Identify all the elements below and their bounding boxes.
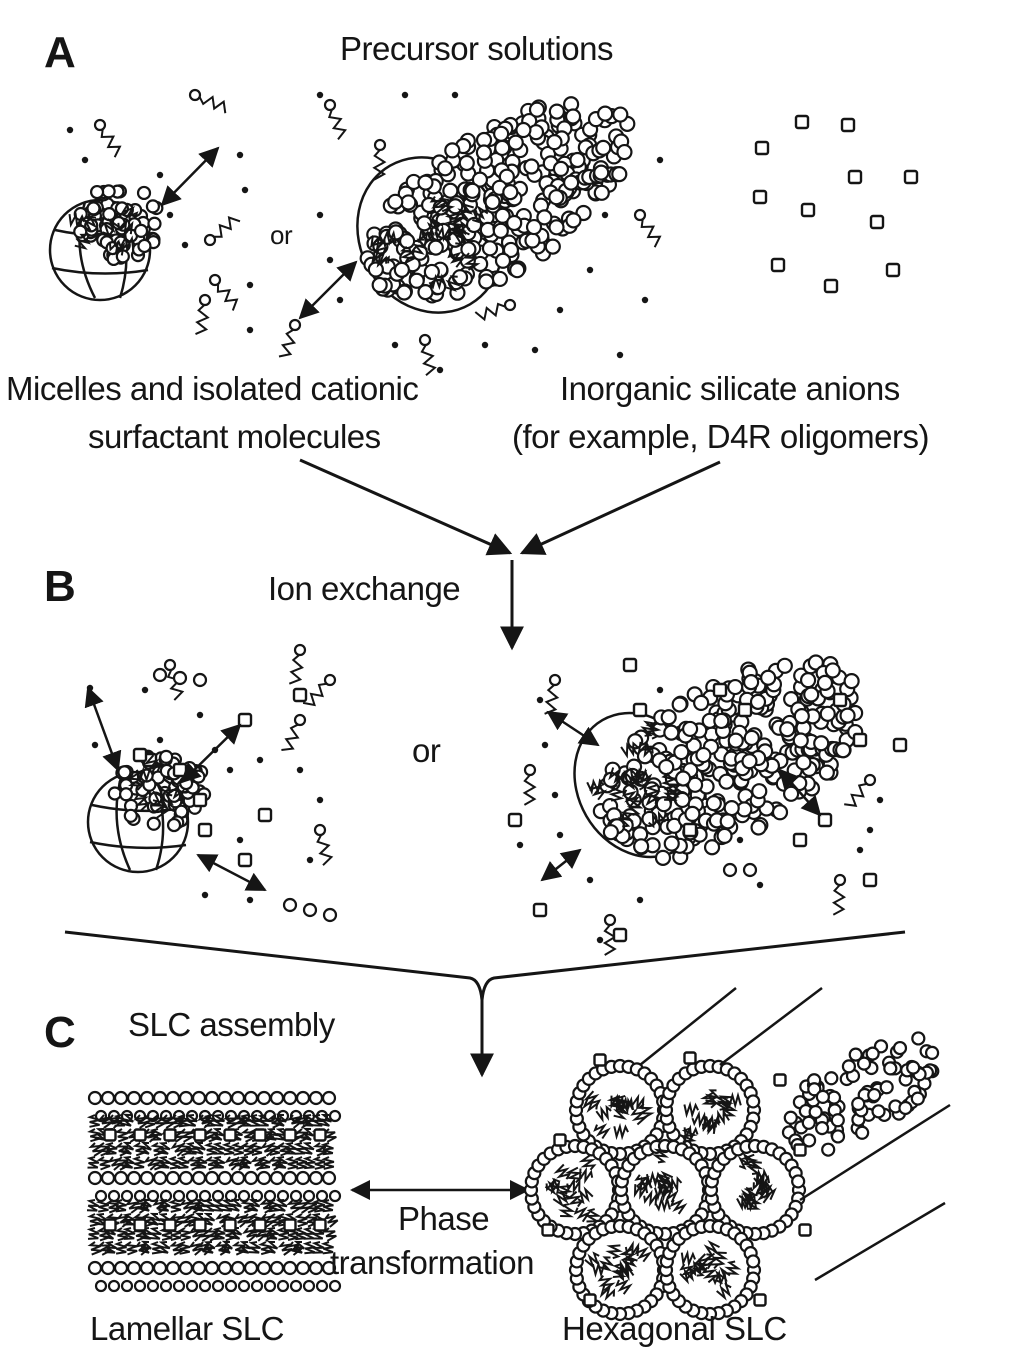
silicate-anions: [754, 116, 917, 292]
slc-assembly-label: SLC assembly: [128, 1006, 335, 1044]
rod-head-cluster: [361, 97, 635, 302]
rod-head-cluster-b: [594, 656, 866, 865]
or-label-a: or: [270, 220, 292, 251]
surfactant-head-cluster: [70, 185, 163, 265]
ion-exchange-label: Ion exchange: [268, 570, 460, 608]
anions-caption-line2: (for example, D4R oligomers): [512, 418, 929, 456]
panel-a-title: Precursor solutions: [340, 30, 613, 68]
lamellar-caption: Lamellar SLC: [90, 1310, 284, 1348]
or-label-b: or: [412, 732, 440, 770]
lamellar-slc: [87, 1092, 340, 1291]
phase-label: Phase: [398, 1200, 489, 1238]
combining-brace: [65, 932, 905, 1000]
micelles-caption-line2: surfactant molecules: [88, 418, 381, 456]
hexagonal-caption: Hexagonal SLC: [562, 1310, 787, 1348]
exchanged-surfactants: [87, 645, 906, 955]
panel-c-letter: C: [44, 1008, 75, 1058]
exchanged-head-cluster: [109, 749, 211, 836]
panel-a-letter: A: [44, 28, 75, 78]
panel-b-letter: B: [44, 562, 75, 612]
exchange-arrows-a: [162, 148, 356, 318]
anions-caption-line1: Inorganic silicate anions: [560, 370, 900, 408]
converging-arrows: [300, 460, 720, 648]
transformation-label: transformation: [330, 1244, 534, 1282]
hexagonal-slc: [525, 1032, 938, 1320]
micelles-caption-line1: Micelles and isolated cationic: [6, 370, 418, 408]
